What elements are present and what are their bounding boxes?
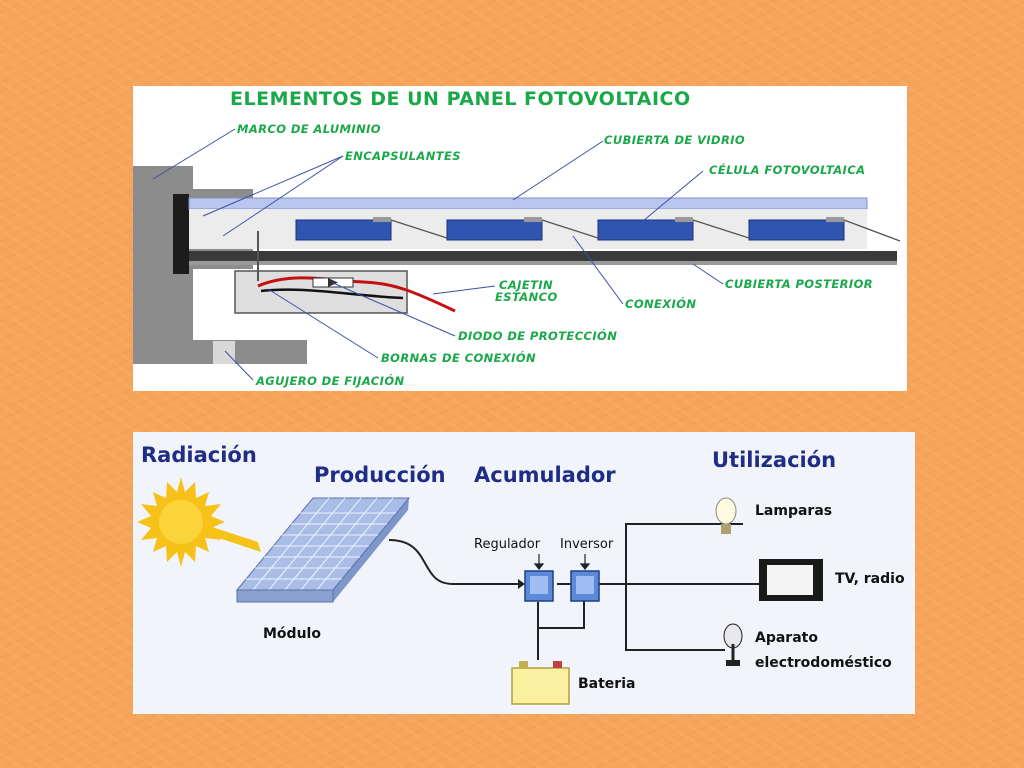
label-estanco: ESTANCO [495,290,558,304]
glass-cover [188,197,868,210]
solar-module [235,497,411,603]
label-cubierta-vidrio: CUBIERTA DE VIDRIO [604,133,746,147]
label-lamparas: Lamparas [755,503,833,519]
label-aparato: Aparato [755,630,818,646]
label-electrodomestico: electrodoméstico [755,655,892,671]
label-tv-radio: TV, radio [835,571,905,587]
back-cover [189,251,897,261]
lamp-device [715,497,737,534]
heading-utilizacion: Utilización [712,448,837,472]
label-modulo: Módulo [263,626,321,642]
label-bornas-conexion: BORNAS DE CONEXIÓN [381,351,537,365]
label-encapsulantes: ENCAPSULANTES [345,149,461,163]
heading-radiacion: Radiación [141,443,257,467]
label-cubierta-posterior: CUBIERTA POSTERIOR [725,277,874,291]
battery-device [511,661,570,705]
label-diodo-proteccion: DIODO DE PROTECCIÓN [458,329,618,343]
label-marco-aluminio: MARCO DE ALUMINIO [237,122,381,136]
panel-cross-section-drawing [133,128,901,381]
heading-produccion: Producción [314,463,446,487]
label-conexion: CONEXIÓN [625,297,697,311]
panel-elements-diagram: ELEMENTOS DE UN PANEL FOTOVOLTAICO MARCO… [133,86,907,391]
sun-icon [137,477,261,567]
tv-device [759,559,823,601]
small-arrows [533,554,591,570]
label-bateria: Bateria [578,676,636,692]
label-cajetin: CAJETIN [499,278,554,292]
regulator-device [524,570,554,602]
label-regulador: Regulador [474,537,541,552]
label-celula-fotovoltaica: CÉLULA FOTOVOLTAICA [709,163,866,177]
label-inversor: Inversor [560,537,614,552]
junction-box [234,231,456,314]
fan-appliance [723,623,743,666]
leader-lines [152,128,724,381]
solar-system-diagram: Radiación Producción Acumulador Utilizac… [133,432,915,714]
solar-system-drawing [137,477,823,705]
diagram-title: ELEMENTOS DE UN PANEL FOTOVOLTAICO [230,88,691,110]
inverter-device [570,570,600,602]
cell-interconnections [390,219,901,242]
pv-cells [295,217,845,241]
label-agujero-fijacion: AGUJERO DE FIJACIÓN [256,374,405,388]
heading-acumulador: Acumulador [474,463,616,487]
arrow-to-regulator [518,579,525,589]
